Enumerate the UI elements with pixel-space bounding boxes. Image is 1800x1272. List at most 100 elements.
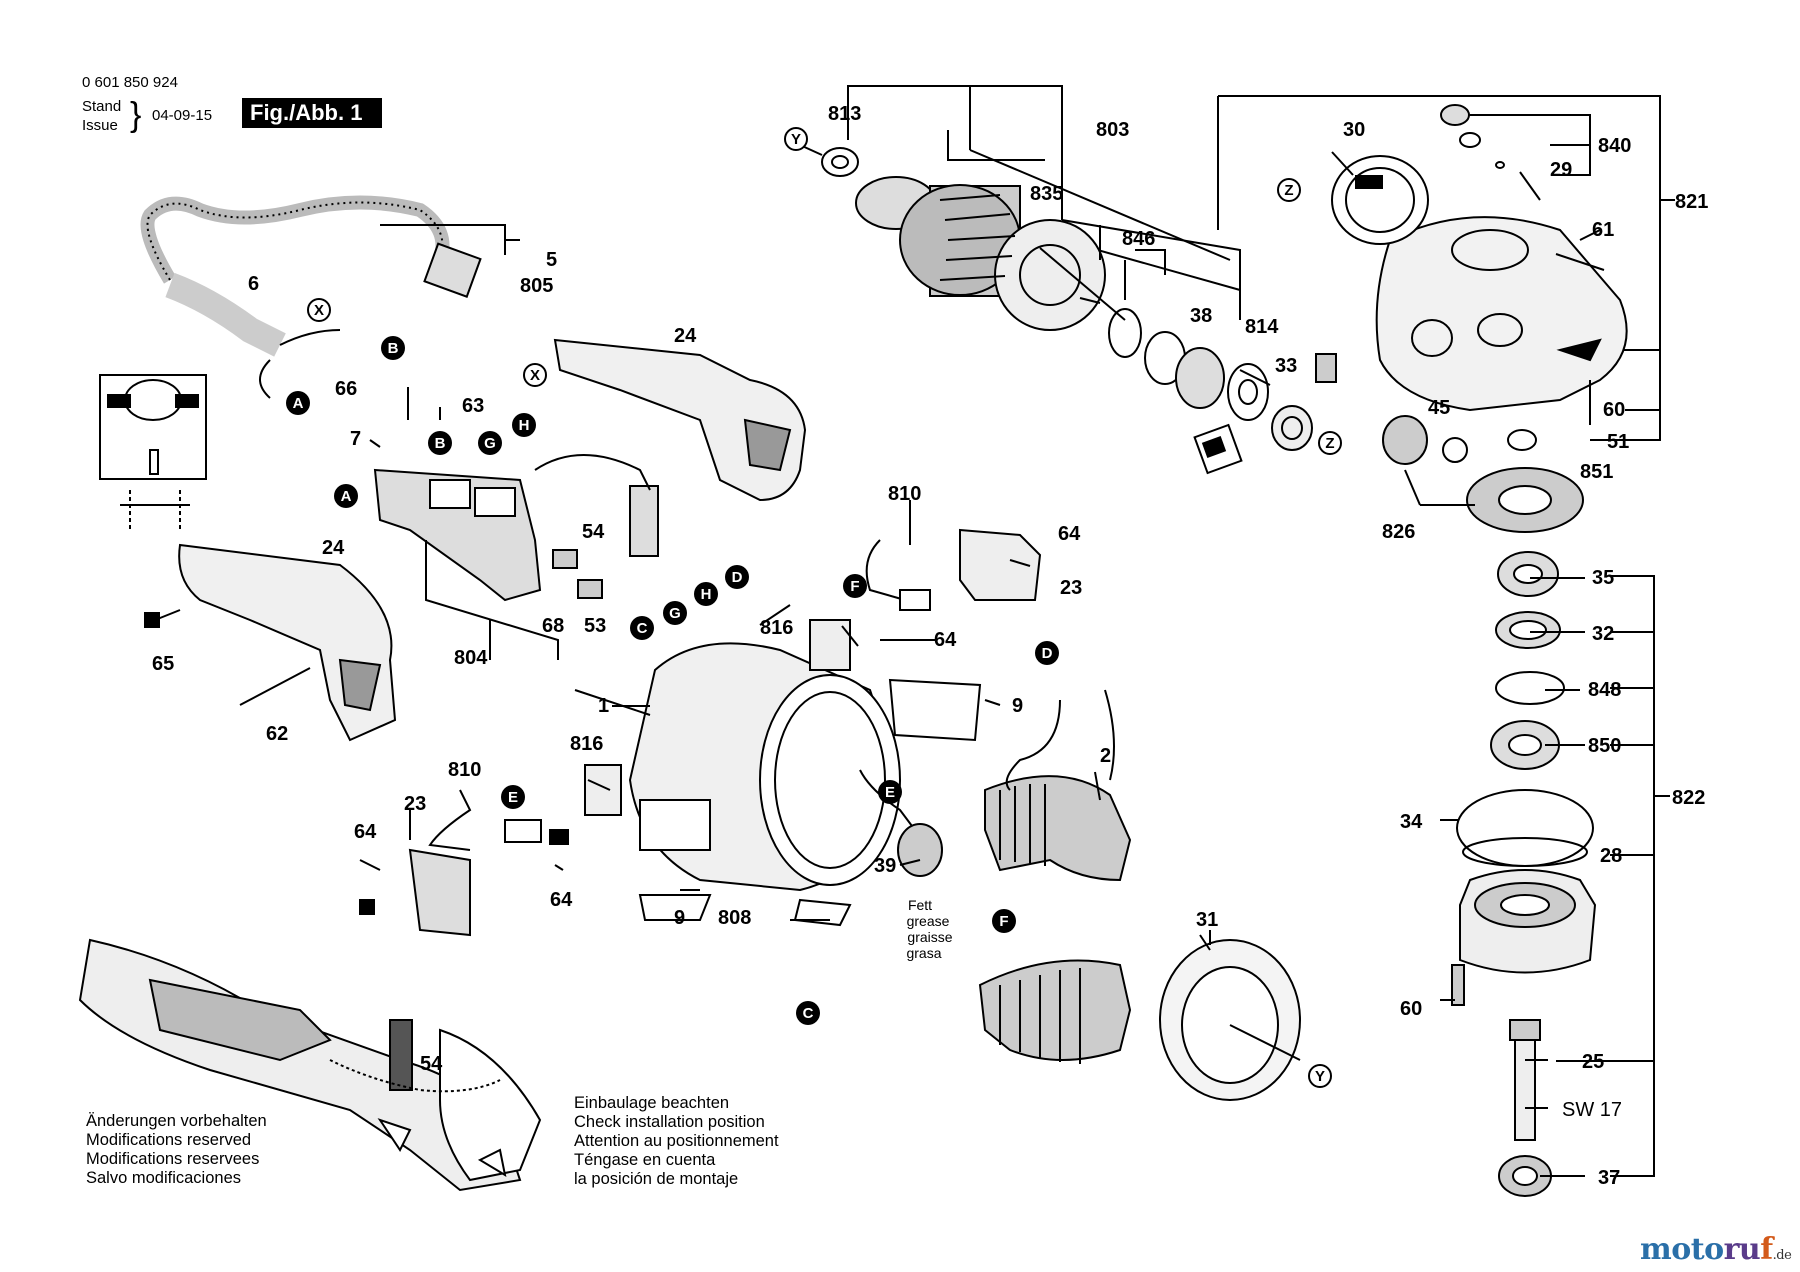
modifications-note-en: Modifications reserved [86, 1131, 252, 1149]
callout-6: 6 [248, 273, 259, 295]
svg-text:D: D [732, 569, 743, 586]
connector-Z-upper: Z [1277, 178, 1301, 202]
callout-32: 32 [1592, 623, 1614, 645]
callout-816-lower: 816 [570, 733, 603, 755]
callout-45: 45 [1428, 397, 1450, 419]
callout-63: 63 [462, 395, 484, 417]
callout-9-upper: 9 [1012, 695, 1023, 717]
callout-808: 808 [718, 907, 751, 929]
rings-846-38-814-drawing [1108, 308, 1337, 475]
installation-note-es2: la posición de montaje [574, 1170, 739, 1188]
callout-64-mid: 64 [934, 629, 957, 651]
callout-810-upper: 810 [888, 483, 921, 505]
rear-handle-lower-drawing [144, 543, 397, 742]
callout-835: 835 [1030, 183, 1063, 205]
bearing-bracket-lines [1556, 575, 1670, 1177]
callout-848: 848 [1588, 679, 1621, 701]
svg-text:C: C [803, 1005, 814, 1022]
callout-826: 826 [1382, 521, 1415, 543]
svg-text:E: E [508, 789, 518, 806]
svg-text:B: B [388, 340, 399, 357]
callout-804: 804 [454, 647, 488, 669]
svg-text:H: H [519, 417, 530, 434]
connector-C-lower: C [796, 1001, 820, 1025]
callout-64-lower: 64 [550, 889, 573, 911]
callout-28: 28 [1600, 845, 1622, 867]
callout-39: 39 [874, 855, 896, 877]
connector-B-upper: B [381, 336, 405, 360]
power-cord-drawing [140, 195, 520, 399]
issue-date: 04-09-15 [152, 107, 213, 124]
svg-text:F: F [999, 913, 1008, 930]
svg-text:D: D [1042, 645, 1053, 662]
installation-note: Einbaulage beachten Check installation p… [574, 1094, 779, 1189]
callout-9-lower: 9 [674, 907, 685, 929]
callout-810-lower: 810 [448, 759, 481, 781]
figure-label: Fig./Abb. 1 [242, 98, 382, 128]
callout-29: 29 [1550, 159, 1572, 181]
modifications-note-de: Änderungen vorbehalten [86, 1112, 267, 1130]
callout-60-lower: 60 [1400, 998, 1422, 1020]
svg-text:Z: Z [1325, 435, 1334, 452]
callout-30: 30 [1343, 119, 1365, 141]
callout-33: 33 [1275, 355, 1297, 377]
gear-housing-drawing [1331, 104, 1628, 425]
field-coil-upper-drawing [984, 689, 1132, 882]
stand-label: Stand [82, 98, 122, 115]
installation-note-fr: Attention au positionnement [574, 1132, 779, 1150]
callout-38: 38 [1190, 305, 1212, 327]
callout-814: 814 [1245, 316, 1279, 338]
callout-24-upper: 24 [674, 325, 697, 347]
callout-7: 7 [350, 428, 361, 450]
callout-61: 61 [1592, 219, 1614, 241]
callout-2: 2 [1100, 745, 1111, 767]
leader-lines [359, 144, 1601, 1177]
svg-text:A: A [341, 488, 352, 505]
callout-23-lower: 23 [404, 793, 426, 815]
modifications-note: Änderungen vorbehalten Modifications res… [86, 1112, 267, 1188]
connector-D-upper: D [725, 565, 749, 589]
svg-text:C: C [637, 620, 648, 637]
callout-68: 68 [542, 615, 564, 637]
armature-rotor-drawing [855, 176, 1106, 331]
fan-baffle-drawing [1159, 930, 1301, 1101]
motor-housing-drawing [612, 642, 982, 927]
connector-X-mid: X [523, 363, 547, 387]
gearhead-bracket-lines [1217, 95, 1675, 441]
callout-35: 35 [1592, 567, 1614, 589]
callout-5: 5 [546, 249, 557, 271]
connector-B-mid: B [428, 431, 452, 455]
callout-850: 850 [1588, 735, 1621, 757]
callout-803: 803 [1096, 119, 1129, 141]
svg-text:G: G [669, 605, 681, 622]
connector-G-upper: G [478, 431, 502, 455]
rear-handle-upper-drawing [553, 338, 807, 502]
callout-60: 60 [1603, 399, 1625, 421]
callout-54-cutaway: 54 [420, 1053, 443, 1075]
grease-note-de: Fett [908, 897, 932, 913]
bearing-stack-drawing [1451, 551, 1597, 1197]
connector-F-lower: F [992, 909, 1016, 933]
svg-text:G: G [484, 435, 496, 452]
connector-A-upper: A [286, 391, 310, 415]
connector-E-left: E [501, 785, 525, 809]
brace-glyph: } [130, 96, 142, 134]
switch-assembly-drawing [373, 454, 659, 660]
callout-813: 813 [828, 103, 861, 125]
field-coil-lower-drawing [978, 959, 1132, 1064]
svg-text:H: H [701, 586, 712, 603]
callout-66: 66 [335, 378, 357, 400]
callout-805: 805 [520, 275, 553, 297]
issue-label: Issue [82, 117, 118, 134]
callout-64-upper: 64 [1058, 523, 1081, 545]
connector-H-upper: H [512, 413, 536, 437]
svg-text:F: F [850, 578, 859, 595]
callout-62: 62 [266, 723, 288, 745]
svg-text:E: E [885, 784, 895, 801]
svg-text:X: X [530, 367, 540, 384]
installation-cutaway-drawing [78, 938, 542, 1192]
callout-840: 840 [1598, 135, 1631, 157]
site-watermark: motoruf.de [1640, 1232, 1792, 1267]
callout-64-left: 64 [354, 821, 377, 843]
